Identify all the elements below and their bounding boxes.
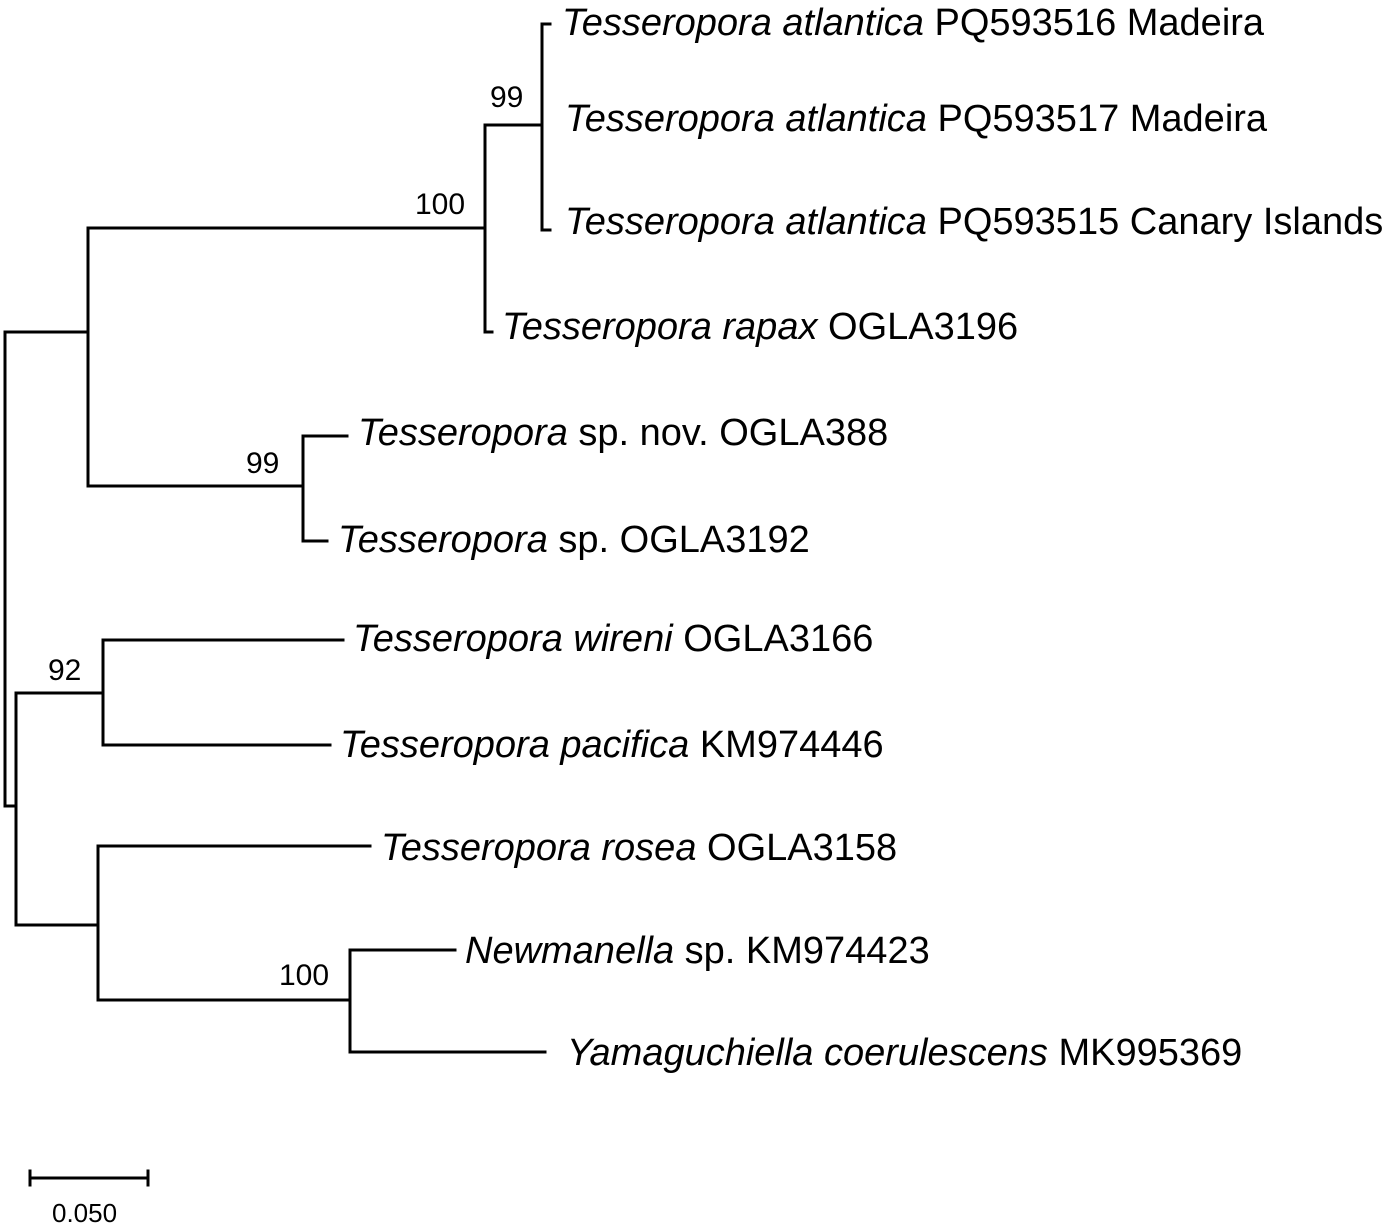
bootstrap-label-wireni-pacifica: 92 (48, 654, 81, 687)
tip-label-km974423: Newmanella sp. KM974423 (465, 930, 930, 972)
tip-label-mk995369: Yamaguchiella coerulescens MK995369 (567, 1032, 1242, 1074)
bootstrap-label-sp-clade: 99 (246, 447, 279, 480)
tip-label-pq593516: Tesseropora atlantica PQ593516 Madeira (562, 2, 1265, 44)
bootstrap-label-newmanella-yamaguchiella: 100 (279, 959, 329, 992)
bootstrap-label-atlantica-rapax: 100 (415, 188, 465, 221)
tip-label-km974446: Tesseropora pacifica KM974446 (340, 724, 884, 766)
tip-label-ogla388: Tesseropora sp. nov. OGLA388 (358, 412, 888, 454)
tip-label-ogla3166: Tesseropora wireni OGLA3166 (353, 618, 873, 660)
tip-label-pq593517: Tesseropora atlantica PQ593517 Madeira (565, 98, 1268, 140)
bootstrap-label-atlantica: 99 (490, 81, 523, 114)
tip-label-ogla3196: Tesseropora rapax OGLA3196 (502, 306, 1018, 348)
scale-bar-label: 0.050 (52, 1198, 117, 1226)
scale-bar: 0.050 (28, 1169, 150, 1226)
tip-label-ogla3192: Tesseropora sp. OGLA3192 (338, 519, 810, 561)
tip-label-pq593515: Tesseropora atlantica PQ593515 Canary Is… (565, 201, 1383, 243)
tip-label-ogla3158: Tesseropora rosea OGLA3158 (381, 827, 897, 869)
